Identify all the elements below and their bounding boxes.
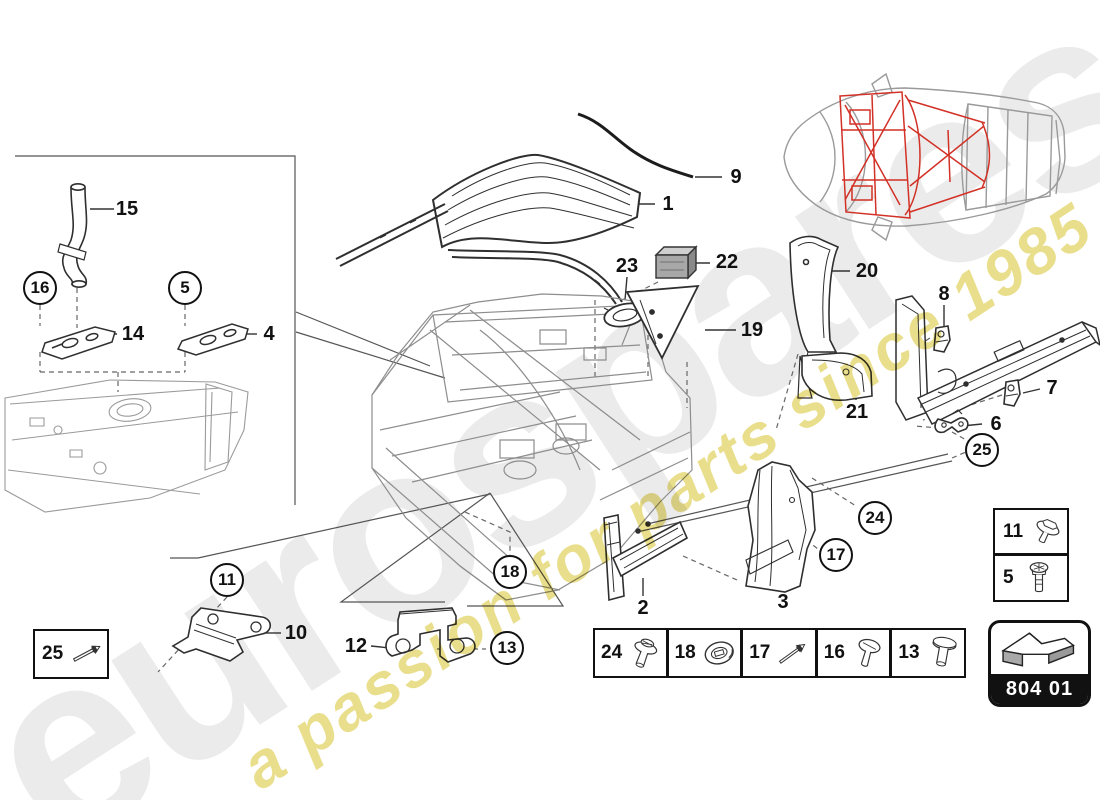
callout-circle-18[interactable]: 18: [493, 555, 527, 589]
legend-cell-5-number: 5: [1003, 567, 1014, 588]
legend-cell-18-number: 18: [674, 642, 696, 663]
shim-plate-part-14: [41, 326, 116, 360]
triangle-panel-part-19: [625, 284, 700, 360]
callout-14[interactable]: 14: [121, 323, 145, 345]
callout-circle-11[interactable]: 11: [210, 563, 244, 597]
bracket-part-21: [797, 352, 873, 401]
callout-20[interactable]: 20: [855, 260, 879, 282]
callout-9[interactable]: 9: [730, 166, 742, 188]
grommet-icon: [704, 641, 734, 665]
hex-flange-bolt-icon: [1036, 518, 1060, 543]
highlighted-roof-structure: [839, 91, 991, 219]
legend-cell-5[interactable]: 5: [993, 555, 1069, 602]
legend-box-25[interactable]: 25: [33, 629, 109, 679]
fastener-legend-row: 24 18: [593, 628, 966, 678]
damper-block-part-22: [654, 245, 698, 280]
legend-cell-13[interactable]: 13: [891, 628, 966, 678]
callout-circle-17[interactable]: 17: [819, 538, 853, 572]
pillar-panel-part-3: [745, 461, 816, 593]
callout-22[interactable]: 22: [715, 251, 739, 273]
callout-circle-5[interactable]: 5: [168, 271, 202, 305]
blind-rivet-icon: [73, 645, 101, 662]
blind-rivet-icon: [779, 643, 806, 664]
round-head-screw-icon: [858, 638, 881, 667]
torx-screw-icon: [1029, 562, 1048, 593]
legend-cell-11[interactable]: 11: [993, 508, 1069, 555]
legend-cell-11-number: 11: [1003, 520, 1024, 542]
a-pillar-trim-part-20: [789, 235, 840, 361]
roof-seal-part: [577, 112, 694, 179]
shim-plate-part-4: [176, 323, 249, 356]
callout-2[interactable]: 2: [637, 597, 649, 619]
callout-1[interactable]: 1: [662, 193, 674, 215]
small-bracket-part-8: [933, 325, 951, 353]
callout-21[interactable]: 21: [845, 401, 869, 423]
callout-circle-13[interactable]: 13: [490, 631, 524, 665]
callout-6[interactable]: 6: [990, 413, 1002, 435]
roof-rail-right: [447, 249, 623, 305]
legend-cell-24-number: 24: [601, 642, 623, 663]
callout-10[interactable]: 10: [284, 622, 308, 644]
hinge-bracket-part-10: [171, 607, 272, 662]
flat-head-screw-icon: [931, 636, 957, 667]
callout-19[interactable]: 19: [740, 319, 764, 341]
flange-screw-icon: [634, 638, 658, 668]
roof-panel-arrow-icon: [1000, 631, 1075, 667]
legend-cell-16[interactable]: 16: [816, 628, 892, 678]
drain-tube-part-15: [57, 183, 88, 288]
callout-7[interactable]: 7: [1046, 377, 1058, 399]
callout-3[interactable]: 3: [777, 591, 789, 613]
roof-rail-left: [335, 203, 449, 267]
callout-8[interactable]: 8: [938, 283, 950, 305]
legend-cell-17-number: 17: [749, 642, 771, 663]
roof-panel-part: [335, 153, 642, 305]
legend-cell-24[interactable]: 24: [593, 628, 668, 678]
small-bracket-part-7: [1003, 379, 1021, 407]
hook-bracket-part-6: [934, 409, 969, 434]
callout-15[interactable]: 15: [115, 198, 139, 220]
legend-cell-16-number: 16: [823, 642, 845, 663]
sill-panel-part-2: [603, 514, 689, 602]
car-top-view: [783, 72, 1066, 242]
legend-cell-13-number: 13: [898, 642, 920, 663]
diagram-code-badge[interactable]: 804 01: [988, 620, 1091, 707]
callout-circle-25[interactable]: 25: [965, 433, 999, 467]
u-bracket-part-12: [385, 607, 476, 663]
badge-face: [991, 623, 1088, 674]
callout-23[interactable]: 23: [615, 255, 639, 277]
legend-cell-18[interactable]: 18: [667, 628, 743, 678]
diagram-code: 804 01: [991, 674, 1088, 704]
legend-cell-17[interactable]: 17: [742, 628, 817, 678]
callout-circle-16[interactable]: 16: [23, 271, 57, 305]
callout-12[interactable]: 12: [344, 635, 368, 657]
sill-panel-assembly-right: [895, 295, 1100, 425]
legend-box-25-number: 25: [42, 643, 64, 664]
fastener-legend-stack: 11 5: [993, 508, 1069, 602]
body-detail-view-left: [4, 379, 249, 513]
callout-4[interactable]: 4: [263, 323, 275, 345]
callout-circle-24[interactable]: 24: [858, 501, 892, 535]
